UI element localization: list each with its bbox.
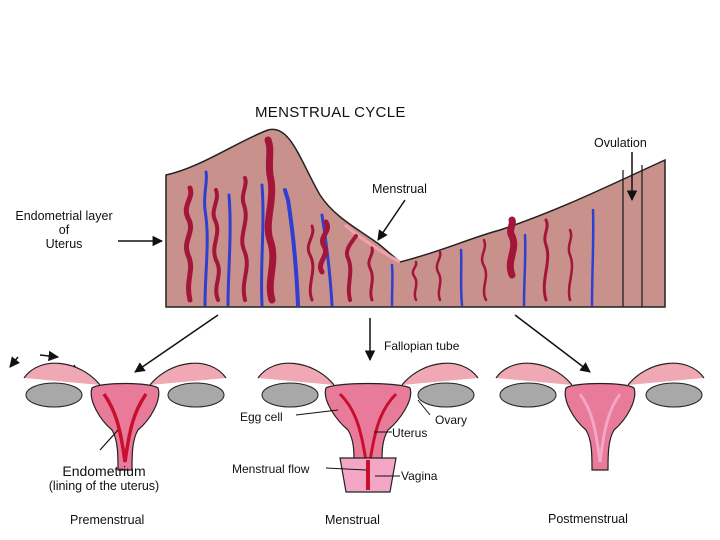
label-endometrium-main: Endometrium xyxy=(62,463,146,479)
phase-menstrual: Menstrual xyxy=(325,513,380,527)
label-fallopian-tube: Fallopian tube xyxy=(384,339,460,353)
label-endometrial-line3: Uterus xyxy=(45,237,83,251)
endometrial-tissue-block xyxy=(165,128,666,308)
label-uterus: Uterus xyxy=(392,426,428,440)
label-egg-cell: Egg cell xyxy=(240,410,283,424)
label-ovary: Ovary xyxy=(435,413,468,427)
pointer-arrows xyxy=(9,152,638,381)
label-endometrial-line1: Endometrial layer xyxy=(15,209,113,223)
uterus-menstrual xyxy=(257,362,479,493)
uterus-postmenstrual xyxy=(495,362,705,471)
label-ovulation: Ovulation xyxy=(594,136,647,150)
label-vagina: Vagina xyxy=(401,469,438,483)
label-menstrual-top: Menstrual xyxy=(372,182,427,196)
phase-premenstrual: Premenstrual xyxy=(70,513,145,527)
label-endometrial-layer: Endometrial layer of Uterus xyxy=(8,209,120,251)
phase-postmenstrual: Postmenstrual xyxy=(548,512,628,526)
label-endometrium: Endometrium (lining of the uterus) xyxy=(14,463,194,493)
diagram-title: MENSTRUAL CYCLE xyxy=(255,104,406,121)
blood-vessels xyxy=(183,136,595,307)
label-menstrual-flow: Menstrual flow xyxy=(232,462,310,476)
label-endometrium-sub: (lining of the uterus) xyxy=(48,479,160,493)
label-endometrial-line2: of xyxy=(58,223,70,237)
uterus-premenstrual xyxy=(23,362,227,471)
